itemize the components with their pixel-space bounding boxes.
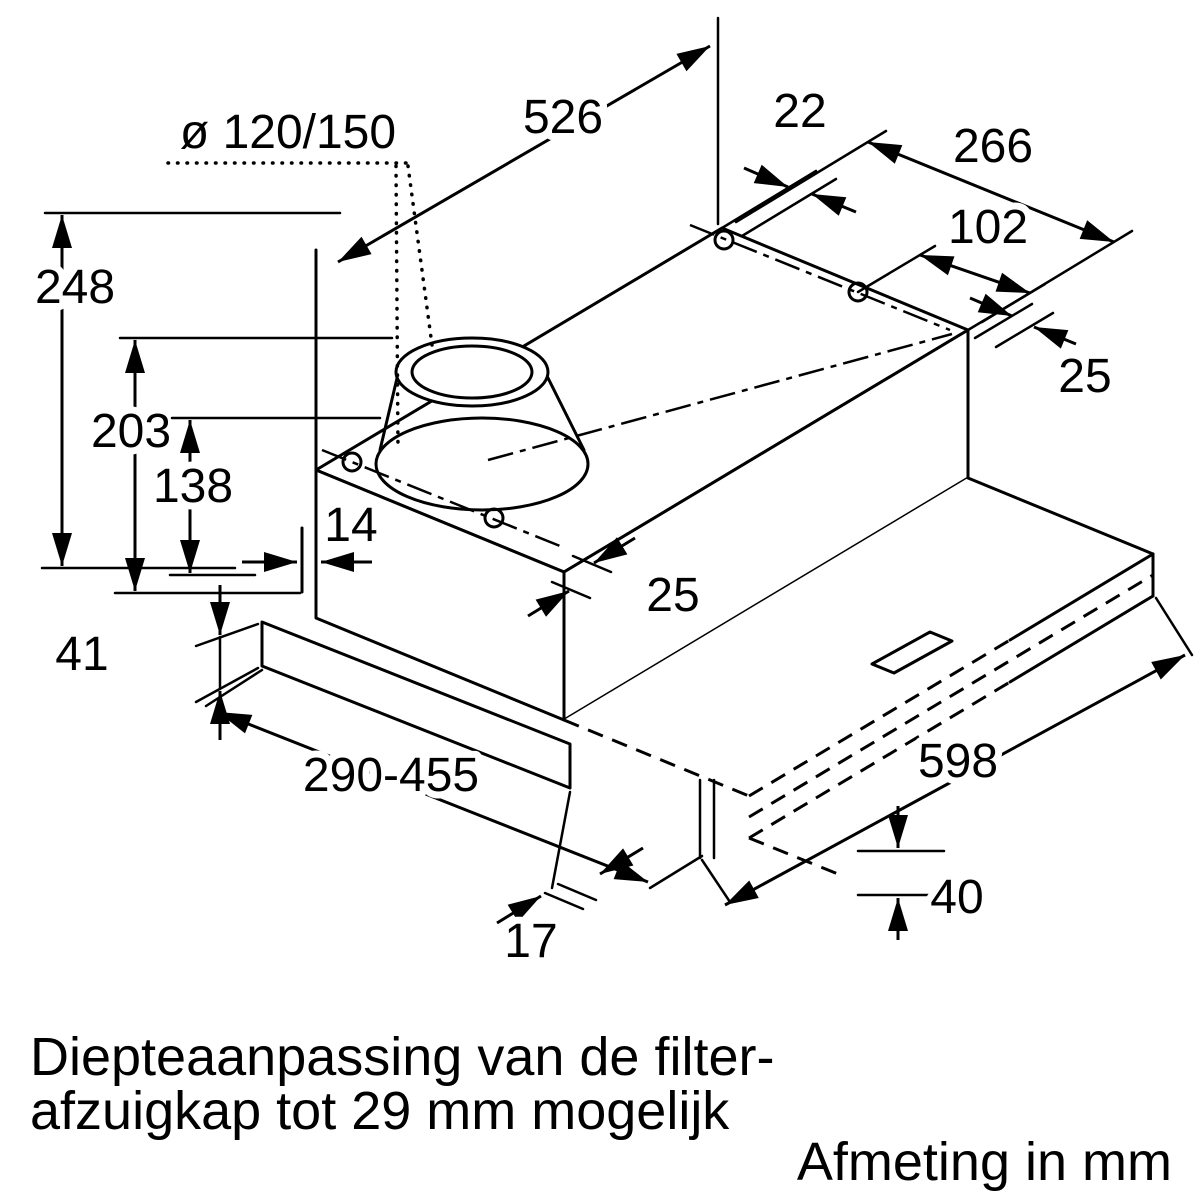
dimension-line bbox=[919, 253, 1031, 295]
dotted-leader bbox=[394, 164, 400, 452]
note-line-1: Diepteaanpassing van de filter- bbox=[30, 1027, 774, 1087]
drawer-top-face bbox=[564, 478, 1153, 796]
extension-line bbox=[194, 666, 260, 704]
extension-line bbox=[856, 244, 937, 294]
collar-base-rim bbox=[374, 416, 590, 512]
collar-side-left bbox=[378, 372, 400, 452]
dim-label-102: 102 bbox=[948, 201, 1028, 254]
dimension-line bbox=[724, 653, 1186, 907]
mounting-hole bbox=[341, 451, 363, 473]
dim-17: 17 bbox=[496, 790, 644, 975]
center-line-long bbox=[487, 332, 953, 462]
dim-label-22: 22 bbox=[773, 85, 826, 138]
dim-22: 22 bbox=[720, 78, 857, 238]
arrow-line bbox=[1033, 325, 1077, 349]
extension-line bbox=[648, 854, 704, 890]
extension-line bbox=[966, 282, 1047, 332]
extension-line bbox=[720, 169, 818, 230]
dimension-line bbox=[867, 140, 1115, 244]
dim-label-290-455: 290-455 bbox=[303, 749, 479, 802]
dim-526: 526 bbox=[337, 16, 720, 264]
notes: Diepteaanpassing van de filter- afzuigka… bbox=[30, 1027, 1172, 1192]
arrow-line bbox=[527, 589, 570, 618]
dim-label-diameter: ø 120/150 bbox=[180, 106, 396, 159]
note-line-2: afzuigkap tot 29 mm mogelijk bbox=[30, 1081, 730, 1141]
mounting-hole bbox=[713, 229, 735, 251]
dim-label-41: 41 bbox=[55, 628, 108, 681]
drawer-rear-edge bbox=[966, 476, 1155, 556]
extension-line bbox=[700, 858, 732, 904]
break-lines bbox=[698, 778, 716, 860]
extension-line bbox=[571, 554, 613, 574]
dim-label-40: 40 bbox=[930, 871, 983, 924]
dim-41: 41 bbox=[48, 585, 260, 740]
units-label: Afmeting in mm bbox=[797, 1132, 1172, 1192]
extension-line bbox=[204, 668, 264, 708]
dim-40: 40 bbox=[856, 806, 991, 940]
extension-line bbox=[740, 177, 838, 238]
dim-248: 248 bbox=[28, 211, 342, 570]
dim-102: 102 bbox=[856, 194, 1047, 332]
arrow-line bbox=[811, 192, 857, 216]
arrow-line bbox=[496, 894, 542, 925]
collar-top-rim bbox=[394, 336, 550, 408]
extension-line bbox=[194, 622, 260, 648]
center-line-front bbox=[321, 448, 561, 548]
dim-label-25-front: 25 bbox=[646, 569, 699, 622]
dim-14: 14 bbox=[242, 492, 385, 572]
dim-598: 598 bbox=[700, 596, 1194, 907]
dim-label-25-right: 25 bbox=[1058, 350, 1111, 403]
dim-25-right: 25 bbox=[969, 293, 1119, 410]
dim-label-203: 203 bbox=[91, 405, 171, 458]
mounting-hole bbox=[847, 281, 869, 303]
extension-line bbox=[973, 302, 1034, 340]
dimension-line bbox=[217, 710, 649, 884]
dotted-leader bbox=[406, 164, 434, 347]
collar-side-right bbox=[544, 372, 586, 452]
extension-line bbox=[550, 790, 572, 890]
extension-line bbox=[550, 580, 592, 600]
extension-line bbox=[734, 129, 888, 224]
arrow-line bbox=[743, 164, 789, 189]
drawer-top-edge bbox=[1008, 552, 1155, 642]
arrow-line bbox=[599, 846, 644, 876]
dim-label-266: 266 bbox=[953, 120, 1033, 173]
dim-label-248: 248 bbox=[35, 261, 115, 314]
dim-138: 138 bbox=[146, 416, 382, 577]
dim-label-526: 526 bbox=[523, 91, 603, 144]
dim-label-138: 138 bbox=[153, 460, 233, 513]
dim-label-14: 14 bbox=[324, 499, 377, 552]
dim-label-598: 598 bbox=[918, 735, 998, 788]
hood-body bbox=[300, 226, 970, 722]
duct-collar bbox=[374, 336, 590, 512]
extension-tick bbox=[556, 882, 598, 902]
dim-290-455: 290-455 bbox=[204, 668, 704, 890]
arrow-line bbox=[593, 536, 636, 565]
mounting-holes bbox=[341, 229, 869, 529]
extension-line bbox=[994, 311, 1055, 349]
dim-label-17: 17 bbox=[504, 915, 557, 968]
collar-opening bbox=[410, 344, 534, 400]
arrow-line bbox=[969, 293, 1013, 318]
dim-203: 203 bbox=[84, 336, 394, 595]
dim-25-front: 25 bbox=[527, 536, 707, 629]
dim-266: 266 bbox=[734, 113, 1134, 324]
dimension-line bbox=[337, 44, 711, 264]
extension-line bbox=[1154, 596, 1194, 657]
extension-tick bbox=[543, 891, 585, 911]
